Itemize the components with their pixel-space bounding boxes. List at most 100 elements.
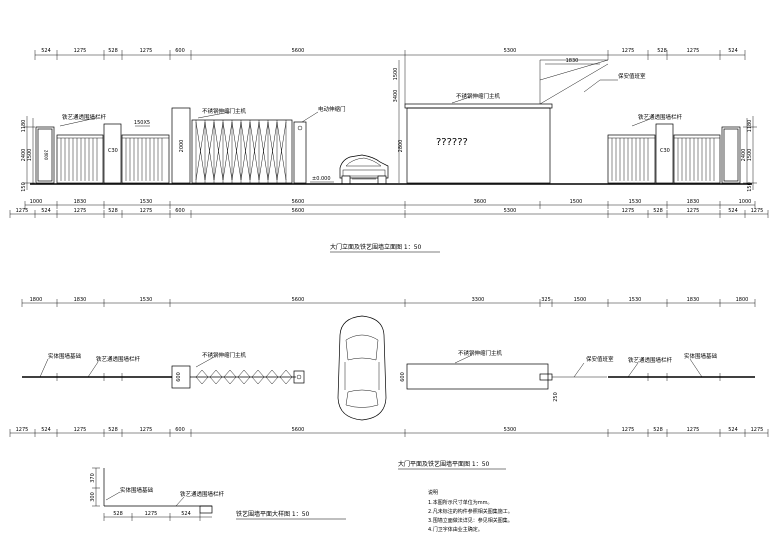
label-fence-right: 铁艺通透围墙栏杆 [638,113,683,121]
dim-text: 1275 [140,48,153,54]
plan-title: 大门平面及铁艺围墙平面图 1：50 [398,460,490,468]
dim-text: 1530 [629,297,642,303]
dim-text: 1275 [751,208,764,214]
label-section-top: 实体围墙基础 [120,486,154,494]
elevation-bottom-dimension-1: 1000 1830 1530 5600 3600 1500 1530 1830 … [24,199,756,209]
dim-text: 1830 [687,199,700,205]
height-dim: 2400 [21,149,27,162]
dim-text: 1530 [140,297,153,303]
label-wall-left: 实体围墙基础 [48,352,82,360]
dim-text: 1500 [574,297,587,303]
notes-line: 4.门卫字体由业主确定。 [428,526,483,533]
dim-text: 524 [41,208,51,214]
label-fence-left-plan: 铁艺通透围墙栏杆 [96,355,141,363]
height-dim: 2400 [741,149,747,162]
label-section-mid: 铁艺通透围墙栏杆 [180,490,225,498]
elevation-bottom-dimension-2: 1275 524 1275 528 1275 600 5600 5300 127… [9,208,769,218]
dim-text: 1830 [687,297,700,303]
dim-text: 528 [108,48,118,54]
dim-text: 1530 [140,199,153,205]
dim-text: 5600 [292,427,305,433]
dim-text: 1800 [736,297,749,303]
section-height: 370 [90,473,96,483]
dim-text: 5600 [292,208,305,214]
dim-text: 1275 [140,427,153,433]
label-c30-right: C30 [660,148,670,154]
dim-text: 1275 [622,427,635,433]
label-house-plan: 不锈钢伸缩门主机 [458,349,503,357]
dim-text: 1275 [687,48,700,54]
elevation-top-dimension: 524 1275 528 1275 600 5600 5300 1275 528… [34,48,746,60]
dim-text: 528 [653,427,663,433]
guard-height: 1500 [393,68,399,81]
dim-text: 325 [541,297,551,303]
guard-height: 3400 [393,90,399,103]
notes-heading: 说明 [428,489,438,496]
notes-line: 1.本图所示尺寸单位为mm。 [428,499,493,506]
label-motor: 电动伸缩门 [318,105,346,113]
dim-text: 528 [653,208,663,214]
dim-text: 1830 [74,297,87,303]
dim-text: 5300 [504,427,517,433]
retractable-gate-plan: 600 不锈钢伸缩门主机 [171,351,305,389]
height-dim: 150 [21,182,27,192]
height-dim: 1500 [27,149,33,162]
dim-text: 528 [108,208,118,214]
dim-text: 5600 [292,297,305,303]
dim-text: 1275 [687,208,700,214]
label-wall-right: 实体围墙基础 [684,352,718,360]
car-top-icon [337,315,387,421]
dim-text: 1275 [140,208,153,214]
height-dim: 1180 [747,120,753,133]
elevation-view: 524 1275 528 1275 600 5600 5300 1275 528… [9,48,769,253]
height-dim: 150 [747,182,753,192]
dim-text: 524 [728,48,738,54]
notes-line: 3.围墙立面做法详见：参见相关图集。 [428,517,513,524]
section-dim: 524 [181,511,191,517]
car-front-icon [339,154,389,185]
dim-text: 1275 [687,427,700,433]
section-height: 300 [90,492,96,502]
dim-text: 5600 [292,48,305,54]
label-c30: C30 [108,148,118,154]
label-guard-plan: 保安值班室 [586,355,614,363]
label-guard-elevation: 保安值班室 [618,72,646,80]
dim-text: 524 [41,427,51,433]
left-height-dims: 1180 1500 2400 150 [21,116,35,192]
retractable-gate-elevation: 2000 不锈钢伸缩门主机 电动伸缩门 [171,105,346,184]
label-zero-level: ±0.000 [312,176,331,182]
dim-text: 600 [175,208,185,214]
dim-text: 524 [728,427,738,433]
height-dim: 1500 [747,149,753,162]
dim-text: 1800 [30,297,43,303]
dim-text: 1275 [74,208,87,214]
left-pillar-inscription: 2800 [44,150,49,161]
dim-text: 1275 [751,427,764,433]
dim-text: 3300 [472,297,485,303]
dim-text: 1275 [74,427,87,433]
label-gate-elevation: 不锈钢伸缩门主机 [202,107,247,115]
label-fence-left: 铁艺通透围墙栏杆 [62,113,107,121]
dim-text: 524 [41,48,51,54]
dim-text: 1530 [629,199,642,205]
right-height-dims: 1180 1500 2400 150 [741,116,757,192]
section-dim: 1275 [145,511,158,517]
elevation-title: 大门立面及铁艺围墙立面图 1：50 [330,243,422,251]
section-title: 铁艺围墙平面大样图 1：50 [236,510,310,518]
dim-text: 5600 [292,199,305,205]
label-pillar-size: 150X5 [134,120,150,126]
gatehouse-elevation: 1830 ?????? 不锈钢伸缩门主机 保安值班室 2800 1500 340… [393,58,646,184]
height-dim: 1180 [21,120,27,133]
section-detail: 370 300 528 1275 524 实体围墙基础 铁艺通透围墙栏杆 铁艺围… [90,467,346,521]
plan-left-width: 600 [176,372,182,382]
dim-text: 1275 [16,208,29,214]
house-height: 2800 [398,140,404,153]
dim-text: 1000 [739,199,752,205]
dim-text: 1830 [74,199,87,205]
dim-text: 1000 [30,199,43,205]
dim-text: 5300 [504,208,517,214]
design-notes: 说明 1.本图所示尺寸单位为mm。 2.凡未标注的构件参照相关图集施工。 3.围… [428,489,513,533]
gatehouse-plan: 600 250 不锈钢伸缩门主机 保安值班室 [400,349,614,402]
dim-text: 3600 [474,199,487,205]
